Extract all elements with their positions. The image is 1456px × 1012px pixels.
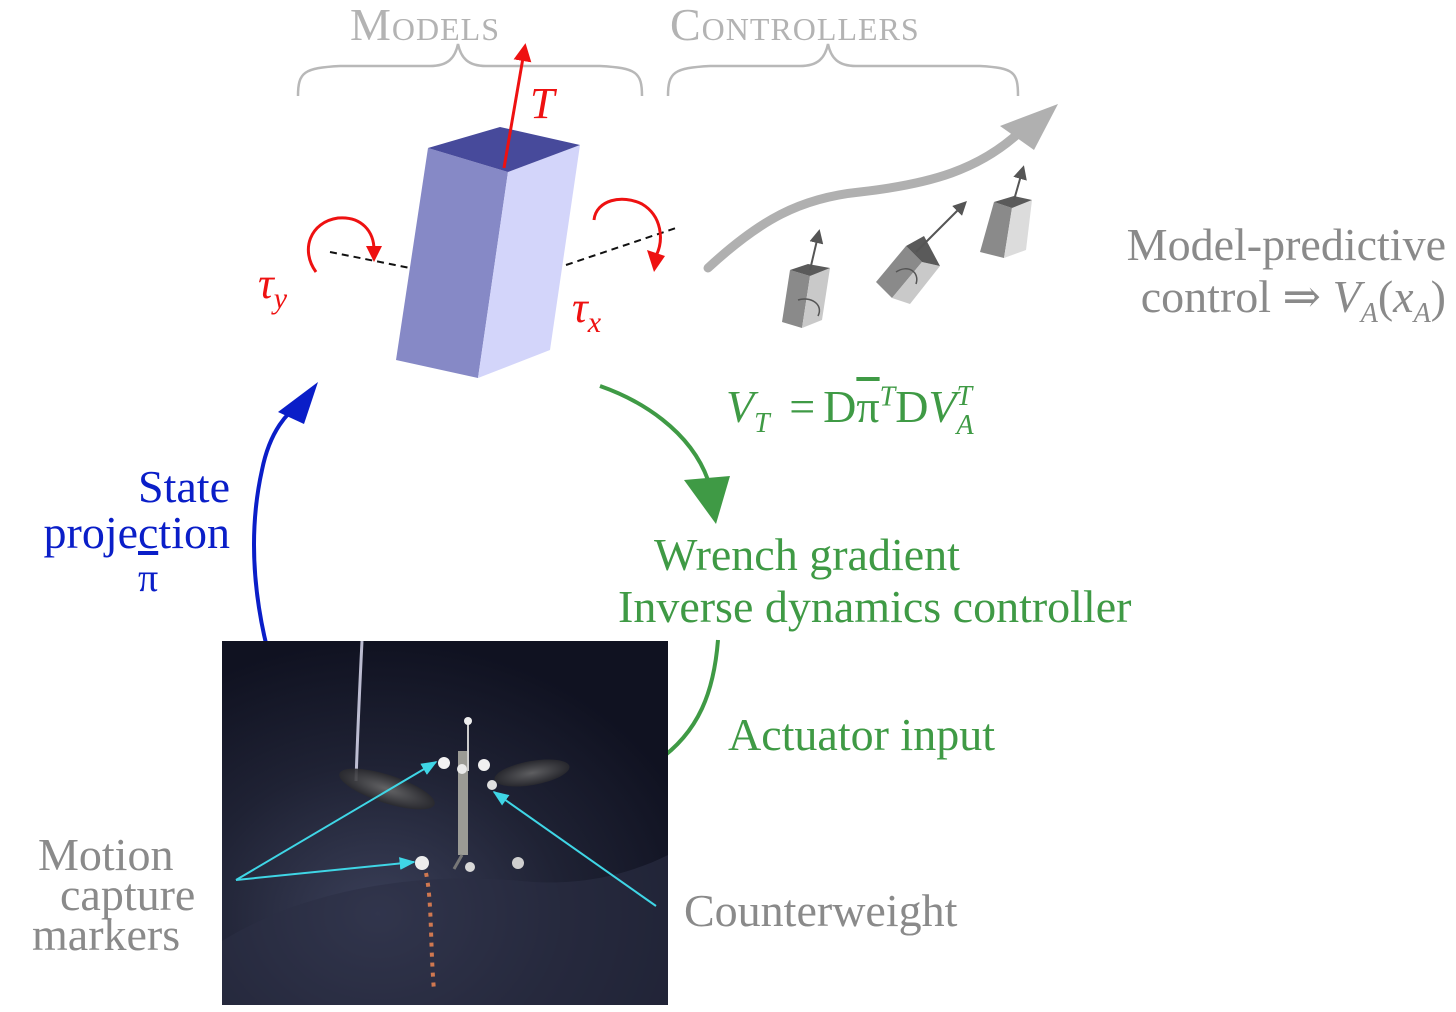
actuator-label: Actuator input [728, 709, 995, 760]
models-brace [296, 43, 644, 97]
torque-x-arrow [592, 197, 662, 257]
mpc-trajectory [703, 125, 1027, 273]
state-line1: State [138, 461, 230, 512]
mpc-box-1 [782, 229, 830, 328]
mpc-box-3 [980, 165, 1032, 258]
controllers-brace [666, 43, 1020, 97]
state-line2: projection [43, 507, 231, 558]
mpc-line1: Model-predictive [1126, 219, 1446, 270]
box-side-face [478, 145, 580, 378]
torque-y-arrow [306, 216, 376, 273]
motion-line3: markers [32, 909, 181, 960]
thrust-label: T [530, 79, 555, 128]
axis-dashed-left [329, 251, 411, 269]
mpc-box-2 [876, 201, 967, 304]
axis-dashed-right [565, 227, 677, 266]
mpc-line2: control ⇒ VA(xA) [1140, 271, 1446, 330]
motion-line2: capture [60, 869, 196, 920]
controllers-heading: Controllers [670, 0, 920, 50]
motion-line1: Motion [38, 829, 174, 880]
thrust-arrow [502, 43, 532, 169]
box-front-face [396, 148, 508, 378]
controller-line2: Inverse dynamics controller [618, 581, 1132, 632]
rigid-body-box [396, 127, 580, 378]
actuator-arrow [654, 639, 720, 764]
models-heading: Models [350, 0, 501, 50]
state-symbol: π [138, 555, 159, 600]
gradient-arrow [599, 384, 710, 481]
tau-y-label: τy [258, 259, 288, 315]
counterweight-label: Counterweight [684, 885, 958, 936]
box-top-face [428, 127, 580, 172]
tau-x-label: τx [572, 283, 602, 339]
controller-line1: Wrench gradient [654, 529, 960, 580]
robobee-photo [222, 641, 668, 1005]
